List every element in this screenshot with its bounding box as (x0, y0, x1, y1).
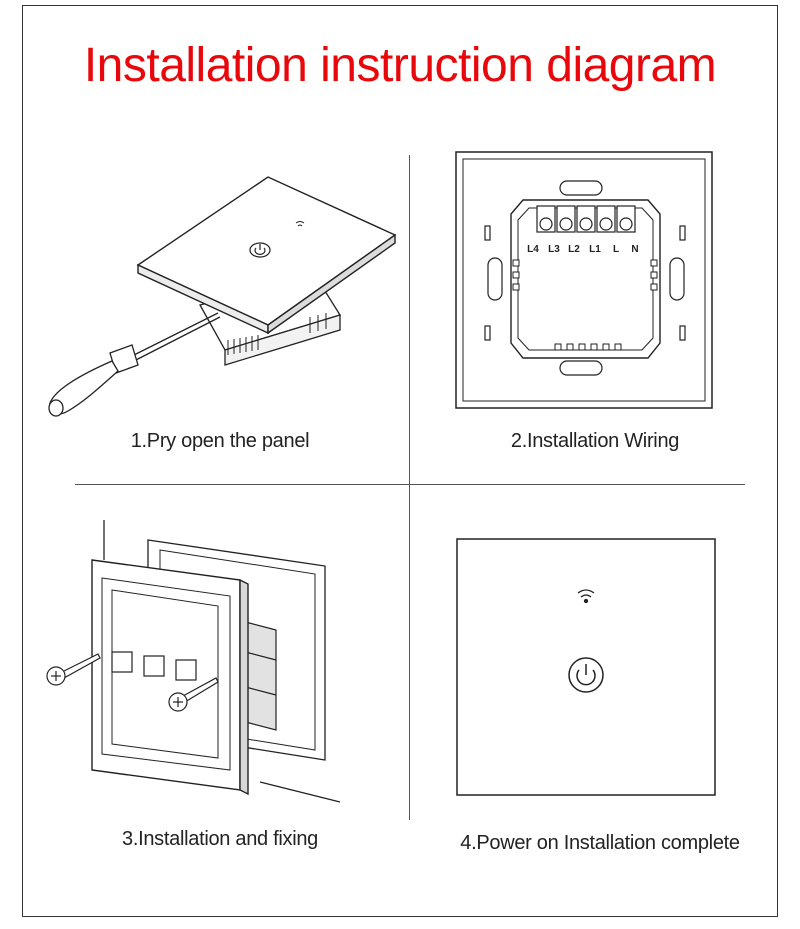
terminal-label-n: N (631, 244, 638, 255)
glass-panel (136, 176, 397, 335)
screw-icon-2 (168, 677, 219, 712)
horizontal-divider (75, 484, 745, 485)
mounting-slots (484, 180, 686, 376)
terminal-label-l4: L4 (527, 244, 539, 255)
screwdriver-icon (48, 312, 221, 417)
terminal-block (536, 205, 636, 233)
screw-icon (46, 653, 101, 686)
power-icon (249, 242, 271, 258)
step-3-caption: 3.Installation and fixing (122, 828, 318, 850)
terminal-label-l2: L2 (568, 244, 580, 255)
junction-module (510, 199, 661, 359)
step-1-illustration (40, 165, 410, 425)
terminal-label-l: L (613, 244, 619, 255)
front-plate (91, 559, 249, 796)
terminal-labels: L4 L3 L2 L1 L N (527, 244, 638, 255)
terminal-label-l1: L1 (589, 244, 601, 255)
diagram-frame (22, 5, 778, 917)
page-title: Installation instruction diagram (83, 39, 717, 92)
terminal-label-l3: L3 (548, 244, 560, 255)
step-1-caption: 1.Pry open the panel (130, 430, 310, 452)
step-2-illustration: L4 L3 L2 L1 L N (455, 148, 715, 413)
step-4-illustration (455, 537, 717, 799)
terminal-fins (227, 313, 327, 355)
wifi-icon (295, 221, 305, 227)
clip-windows (111, 651, 197, 681)
wifi-icon (577, 589, 595, 604)
step-4-caption: 4.Power on Installation complete (460, 832, 740, 854)
side-clips (512, 259, 658, 351)
power-icon (568, 657, 604, 693)
step-3-illustration (40, 520, 380, 820)
step-2-caption: 2.Installation Wiring (510, 430, 680, 452)
vertical-divider (409, 155, 410, 820)
